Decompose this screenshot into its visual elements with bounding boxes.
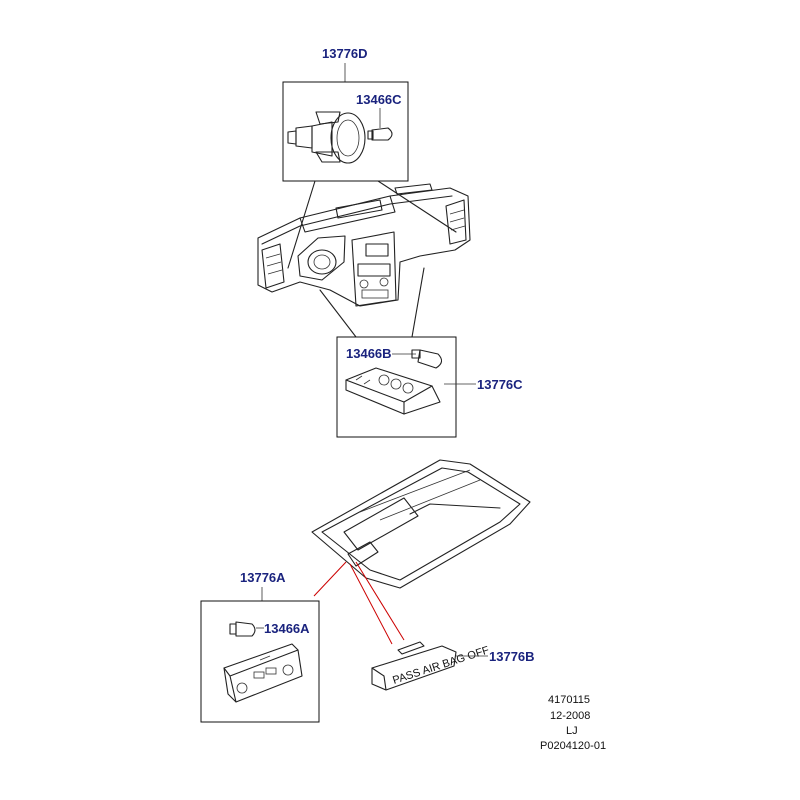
label-13466A: 13466A (264, 621, 310, 636)
glovebox-lamp-part (287, 111, 366, 164)
bulb-13466B (411, 349, 443, 369)
airbag-switch-13776B: PASS AIR BAG OFF 13776B (371, 641, 535, 691)
label-13776A: 13776A (240, 570, 286, 585)
drawing-info: 4170115 12-2008 LJ P0204120-01 (540, 694, 606, 752)
callout-box-13776C: 13466B 13776C (336, 336, 523, 438)
leader-dash-C-right (411, 267, 425, 338)
bulb-13466A (229, 621, 256, 637)
callout-line-B1 (349, 563, 393, 645)
map-lamp-13776C-part (345, 367, 441, 415)
bulb-13466C (367, 127, 393, 141)
label-13466C: 13466C (356, 92, 402, 107)
leader-box-D-right (377, 180, 457, 233)
callout-line-A (313, 561, 347, 597)
label-13466B: 13466B (346, 346, 392, 361)
leader-dash-C-left (319, 289, 357, 338)
box-13776A (200, 600, 320, 723)
label-13776D: 13776D (322, 46, 368, 61)
box-13776D (282, 81, 409, 182)
label-13776B: 13776B (489, 649, 535, 664)
callout-box-13776A: 13776A 13466A (200, 570, 320, 723)
label-13776C: 13776C (477, 377, 523, 392)
leader-box-D-left (287, 180, 316, 269)
headliner-assembly (311, 459, 531, 645)
switch-text: PASS AIR BAG OFF (391, 644, 491, 687)
callout-line-B2 (355, 561, 405, 641)
info-date: 12-2008 (550, 710, 590, 722)
roof-lamp-13776A-part (223, 643, 303, 703)
info-number: 4170115 (548, 694, 590, 706)
info-initials: LJ (566, 725, 578, 737)
info-ref: P0204120-01 (540, 740, 606, 752)
callout-box-13776D: 13776D 13466C (282, 46, 457, 269)
dashboard-assembly (257, 183, 471, 338)
